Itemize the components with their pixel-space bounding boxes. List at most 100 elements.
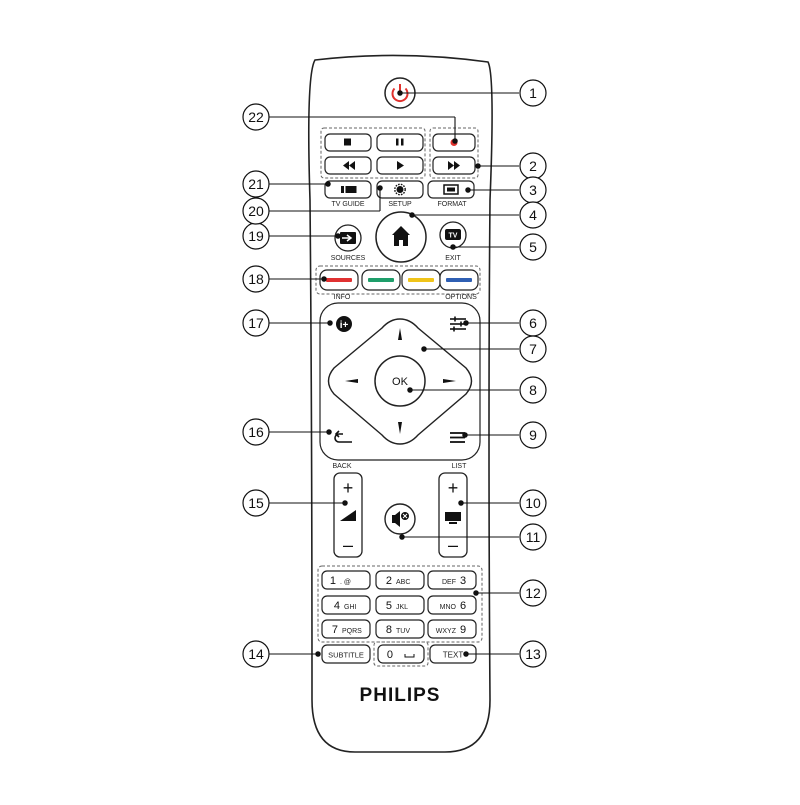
arrow-down-icon[interactable] — [398, 422, 402, 434]
pause-icon — [396, 138, 404, 146]
list-icon — [450, 432, 465, 443]
key-1[interactable]: 1 . @ — [321, 570, 371, 590]
color-keys-group — [315, 265, 481, 295]
svg-text:16: 16 — [248, 424, 264, 440]
key-3[interactable]: DEF 3 — [427, 570, 477, 590]
back-label: BACK — [332, 463, 351, 470]
subtitle-button[interactable]: SUBTITLE — [321, 644, 371, 664]
callout-17: 17 — [242, 309, 270, 337]
blue-key[interactable] — [439, 269, 479, 291]
pause-button[interactable] — [376, 133, 424, 152]
callout-7: 7 — [519, 335, 547, 363]
callout-4: 4 — [519, 201, 547, 229]
key-letters: JKL — [396, 604, 408, 611]
tv-guide-label: TV GUIDE — [331, 201, 364, 208]
play-icon — [397, 161, 404, 170]
adjust-icon — [450, 316, 466, 332]
mute-button[interactable] — [384, 503, 416, 535]
callout-12: 12 — [519, 579, 547, 607]
key-8[interactable]: 8 TUV — [375, 619, 425, 639]
channel-icon — [445, 512, 461, 524]
setup-label: SETUP — [388, 201, 412, 208]
yellow-key[interactable] — [401, 269, 441, 291]
channel-plus-label: + — [448, 478, 459, 498]
red-key[interactable] — [319, 269, 359, 291]
mute-icon — [392, 511, 409, 527]
sources-label: SOURCES — [331, 255, 366, 262]
svg-text:3: 3 — [529, 182, 537, 198]
key-5[interactable]: 5 JKL — [375, 595, 425, 615]
back-button[interactable] — [334, 430, 352, 443]
tv-exit-button[interactable]: TV — [439, 221, 467, 249]
stop-button[interactable] — [324, 133, 372, 152]
key-2[interactable]: 2 ABC — [375, 570, 425, 590]
callout-5: 5 — [519, 233, 547, 261]
svg-text:20: 20 — [248, 203, 264, 219]
svg-text:22: 22 — [248, 109, 264, 125]
tv-guide-button[interactable] — [324, 180, 372, 199]
volume-icon — [340, 510, 356, 521]
svg-text:17: 17 — [248, 315, 264, 331]
green-key[interactable] — [361, 269, 401, 291]
ok-label: OK — [392, 376, 409, 388]
home-button[interactable] — [375, 211, 427, 263]
key-digit: 4 — [334, 600, 340, 612]
fast-forward-icon — [448, 161, 460, 170]
key-letters: . @ — [340, 579, 351, 586]
sources-icon — [340, 232, 356, 244]
channel-rocker[interactable]: + – — [438, 472, 468, 558]
callout-1: 1 — [519, 79, 547, 107]
callout-13: 13 — [519, 640, 547, 668]
brand-logo: PHILIPS — [360, 685, 441, 706]
ok-button[interactable]: OK — [374, 355, 426, 407]
sources-button[interactable] — [334, 224, 362, 252]
list-button[interactable] — [450, 432, 465, 443]
key-4[interactable]: 4 GHI — [321, 595, 371, 615]
arrow-left-icon[interactable] — [345, 379, 358, 383]
svg-text:2: 2 — [529, 158, 537, 174]
callout-18: 18 — [242, 265, 270, 293]
key-digit: 5 — [386, 600, 392, 612]
callout-3: 3 — [519, 176, 547, 204]
key-digit: 0 — [387, 649, 393, 661]
callout-14: 14 — [242, 640, 270, 668]
rewind-button[interactable] — [324, 156, 372, 175]
space-icon — [404, 654, 415, 658]
callout-2: 2 — [519, 152, 547, 180]
format-icon — [443, 184, 459, 195]
callout-6: 6 — [519, 309, 547, 337]
exit-label: EXIT — [445, 255, 461, 262]
format-label: FORMAT — [437, 201, 467, 208]
key-letters: MNO — [440, 604, 457, 611]
arrow-up-icon[interactable] — [398, 328, 402, 340]
arrow-right-icon[interactable] — [443, 379, 456, 383]
play-button[interactable] — [376, 156, 424, 175]
fast-forward-button[interactable] — [432, 156, 476, 175]
tv-icon — [445, 229, 461, 240]
key-7[interactable]: 7 PQRS — [321, 619, 371, 639]
callout-20: 20 — [242, 197, 270, 225]
numpad-group — [317, 565, 483, 643]
callout-8: 8 — [519, 376, 547, 404]
info-icon: i+ — [340, 320, 349, 331]
info-button[interactable]: i+ — [336, 316, 352, 332]
key-6[interactable]: MNO 6 — [427, 595, 477, 615]
key-digit: 8 — [386, 624, 392, 636]
volume-plus-label: + — [343, 478, 354, 498]
key-9[interactable]: WXYZ 9 — [427, 619, 477, 639]
svg-text:6: 6 — [529, 315, 537, 331]
text-label: TEXT — [443, 651, 464, 660]
setup-button[interactable] — [376, 180, 424, 199]
adjust-button[interactable] — [450, 316, 466, 332]
channel-minus-label: – — [448, 535, 458, 555]
rewind-icon — [343, 161, 355, 170]
callout-16: 16 — [242, 418, 270, 446]
key-0[interactable]: 0 — [377, 644, 425, 664]
volume-rocker[interactable]: + – — [333, 472, 363, 558]
svg-text:11: 11 — [526, 529, 541, 545]
svg-text:12: 12 — [525, 585, 541, 601]
key-digit: 3 — [460, 575, 466, 587]
svg-text:21: 21 — [248, 176, 264, 192]
